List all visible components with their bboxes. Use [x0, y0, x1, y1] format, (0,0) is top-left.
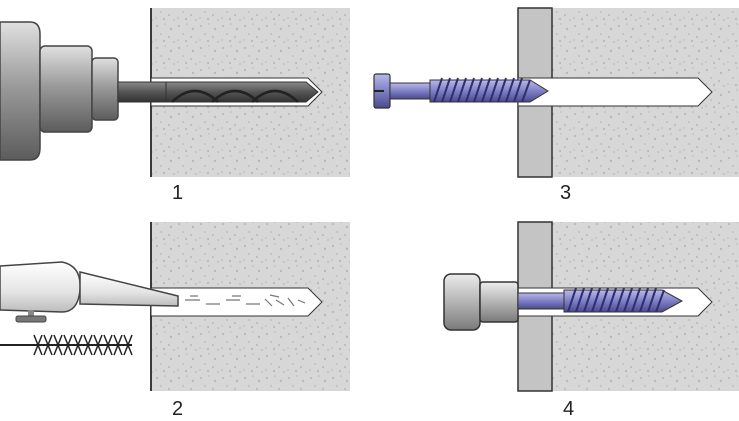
drill-hole [150, 287, 323, 317]
screw-cap-icon [443, 273, 519, 331]
drill-chuck-collar [91, 57, 119, 121]
power-drill-icon [0, 21, 319, 161]
blow-out-pump-icon [0, 261, 179, 323]
blower-nozzle [79, 271, 179, 307]
step-label-4: 4 [563, 398, 574, 420]
screw-anchor-icon [373, 73, 549, 109]
screw-threads [567, 287, 665, 313]
drill-body [0, 21, 41, 161]
screw-shank [389, 82, 431, 100]
blower-foot [15, 315, 47, 323]
step-label-2: 2 [172, 398, 183, 420]
screw-anchor-icon [517, 287, 684, 313]
drill-chuck [39, 45, 93, 133]
step-2-clean-panel: 2 [0, 222, 350, 420]
drill-bit-shank [117, 81, 167, 103]
blower-stand [28, 310, 34, 316]
step-4-tighten-panel: 4 [443, 221, 739, 420]
screw-shank [517, 292, 565, 310]
screw-threads [433, 77, 531, 103]
cap-outer [443, 273, 481, 331]
step-3-insert-panel: 3 [373, 7, 739, 204]
blower-body [0, 261, 81, 313]
dust-particles [185, 294, 306, 307]
wire-brush-icon [0, 334, 133, 356]
step-label-3: 3 [560, 182, 571, 204]
step-label-1: 1 [172, 182, 183, 204]
brush-bristles [33, 334, 133, 356]
drill-bit-spiral [171, 89, 299, 103]
step-1-drill-panel: 1 [0, 8, 350, 204]
cap-collar [479, 281, 519, 323]
